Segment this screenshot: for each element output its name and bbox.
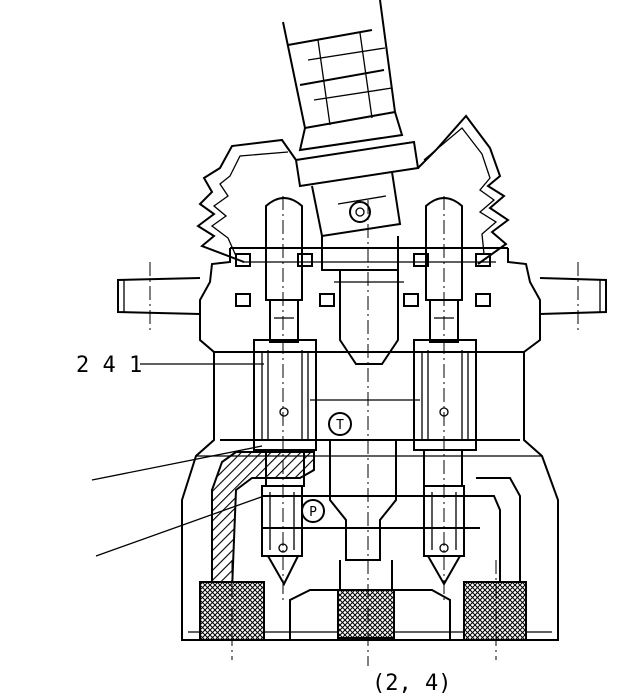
port-p-label: P [309, 505, 317, 520]
view-caption: (2, 4) [372, 671, 451, 696]
mounting-ear-left [117, 262, 201, 330]
hatched-channel-left [211, 451, 315, 591]
leader-line-lower [95, 495, 265, 557]
part-number-label: 2 4 1 [76, 353, 142, 378]
port-t-label: T [336, 418, 344, 433]
port-marker-p: P [301, 499, 325, 523]
tank-passage [310, 399, 420, 441]
bellows-boots [196, 114, 510, 265]
mounting-ear-right [539, 262, 607, 330]
left-pusher-assembly [253, 197, 317, 587]
port-plug-right [463, 581, 527, 641]
port-marker-t: T [328, 412, 352, 436]
center-lines [231, 196, 497, 666]
center-plunger [321, 201, 404, 639]
outlet-port-right [462, 477, 521, 582]
control-lever [282, 0, 420, 238]
right-pusher-assembly [413, 197, 477, 587]
seal-rings [235, 253, 491, 307]
leader-line-upper [91, 445, 263, 481]
pressure-passage [262, 495, 480, 529]
